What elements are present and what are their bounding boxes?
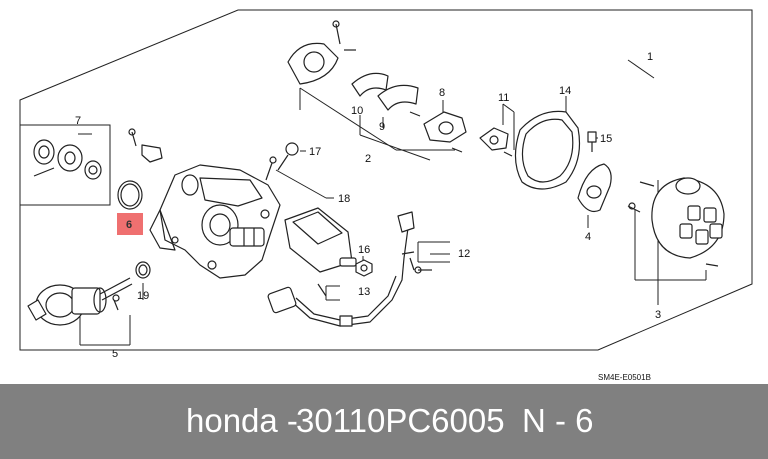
brand-label: honda - — [186, 402, 308, 439]
part-4-rotor — [577, 163, 612, 213]
assembly-frame — [19, 9, 753, 351]
callout-18: 18 — [338, 193, 350, 205]
callout-7: 7 — [75, 115, 81, 127]
callout-9: 9 — [379, 121, 385, 133]
callout-10: 10 — [351, 105, 363, 117]
callout-13: 13 — [358, 286, 370, 298]
leader-lines — [78, 59, 707, 346]
part-15-screw — [587, 131, 597, 152]
caption-bar: honda - 30110PC6005 N - 6 — [0, 384, 768, 459]
part-10-plate — [287, 20, 356, 85]
group-box-7 — [19, 124, 111, 206]
highlight-box — [117, 213, 143, 235]
reference-label: N - 6 — [522, 402, 594, 439]
distributor-housing — [149, 164, 281, 279]
part-17-screw — [277, 142, 299, 171]
part-3-cap — [627, 177, 725, 267]
callout-19: 19 — [137, 290, 149, 302]
callout-2: 2 — [365, 153, 371, 165]
part-18-igniter — [265, 156, 357, 273]
parts-diagram: 1 2 3 4 5 6 7 8 9 10 11 12 13 14 15 16 1… — [19, 9, 753, 382]
callout-6: 6 — [126, 219, 132, 231]
drawing-code: SM4E-E0501B — [598, 373, 651, 382]
callouts: 1 2 3 4 5 6 7 8 9 10 11 12 13 14 15 16 1… — [75, 51, 661, 360]
part-11-rotor-parts — [479, 127, 513, 157]
callout-16: 16 — [358, 244, 370, 256]
callout-12: 12 — [458, 248, 470, 260]
part-12-bolts — [401, 251, 432, 274]
callout-11: 11 — [498, 92, 509, 104]
exploded-view-drawing: 1 2 3 4 5 6 7 8 9 10 11 12 13 14 15 16 1… — [19, 9, 753, 382]
callout-15: 15 — [600, 133, 612, 145]
callout-14: 14 — [559, 85, 571, 97]
callout-17: 17 — [309, 146, 321, 158]
part-8-pickup — [423, 111, 467, 153]
callout-1: 1 — [647, 51, 653, 63]
part-clip-small — [128, 128, 163, 163]
part-number: 30110PC6005 — [296, 402, 505, 439]
part-19-ring — [135, 261, 151, 279]
part-16-nut — [355, 259, 373, 277]
callout-3: 3 — [655, 309, 661, 321]
part-14-gasket — [514, 110, 581, 190]
part-5-actuator — [27, 277, 133, 326]
part-6-o-ring — [117, 180, 143, 210]
part-9-bracket — [351, 72, 421, 117]
part-13-harness — [267, 211, 415, 327]
callout-8: 8 — [439, 87, 445, 99]
callout-4: 4 — [585, 231, 591, 243]
callout-5: 5 — [112, 348, 118, 360]
part-7-bearing-set — [33, 139, 102, 180]
